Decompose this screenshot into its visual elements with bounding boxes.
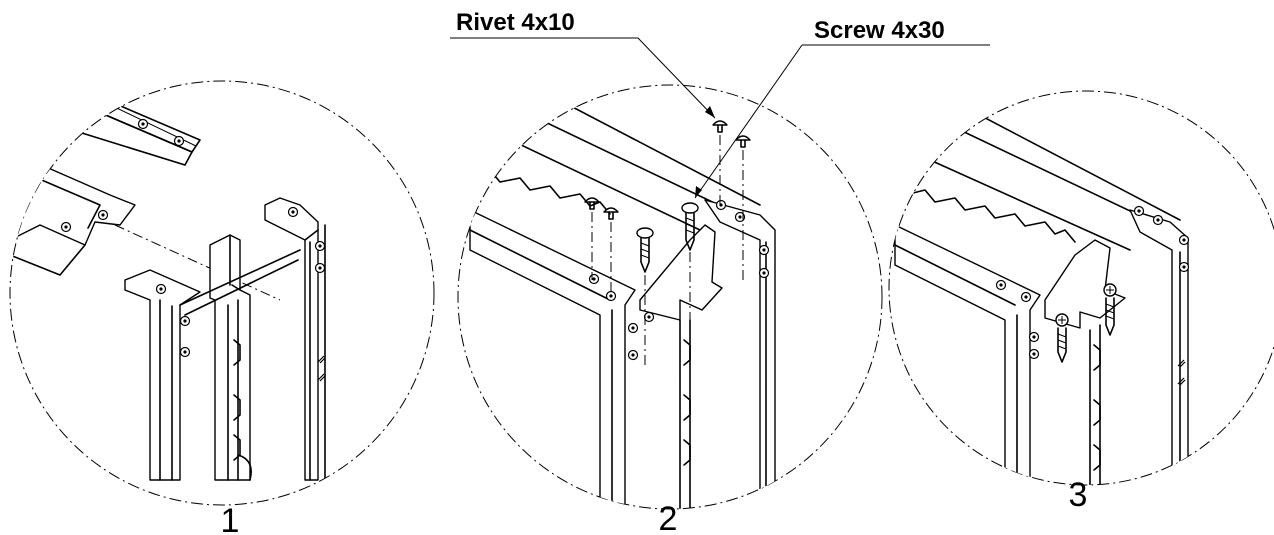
step-number-3: 3 [1069,476,1088,514]
detail-2: 2 [457,84,883,535]
detail-3-boundary [888,90,1274,486]
screw-group [636,202,699,365]
rivet-callout: Rivet 4x10 [450,9,716,119]
step-number-2: 2 [659,500,678,535]
step-number-1: 1 [221,502,240,535]
screw-callout: Screw 4x30 [694,17,990,199]
screw-label: Screw 4x30 [814,17,945,44]
detail-2-boundary [457,84,883,510]
rivet-group [584,120,751,292]
detail-1-boundary [9,80,435,506]
detail-1: 1 [9,80,435,535]
installed-screws [1055,283,1117,363]
detail-3: 3 [888,90,1274,514]
rivet-label: Rivet 4x10 [456,9,575,36]
